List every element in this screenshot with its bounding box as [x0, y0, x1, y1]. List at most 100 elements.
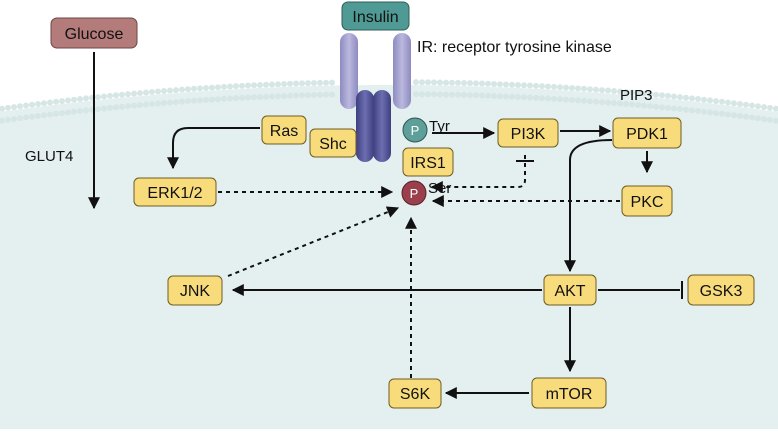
lipid-head [17, 103, 23, 110]
lipid-head [503, 93, 509, 100]
lipid-head [311, 92, 317, 99]
lipid-head [215, 96, 221, 103]
lipid-head [701, 96, 707, 103]
svg-text:Ser: Ser [428, 180, 451, 197]
lipid-head [41, 100, 47, 107]
lipid-head [665, 104, 671, 111]
lipid-head [581, 85, 587, 92]
lipid-head [149, 101, 155, 108]
lipid-head [599, 87, 605, 94]
lipid-head [275, 93, 281, 100]
lipid-head [767, 104, 773, 111]
lipid-head [593, 86, 599, 93]
akt-node: AKT [543, 274, 597, 306]
lipid-head [665, 92, 671, 99]
lipid-head [53, 98, 59, 105]
lipid-head [71, 108, 77, 115]
lipid-head [533, 82, 539, 89]
lipid-head [509, 93, 515, 100]
lipid-head [173, 87, 179, 94]
lipid-head [557, 84, 563, 91]
cell-cytoplasm [0, 85, 778, 429]
lipid-head [311, 80, 317, 87]
lipid-head [473, 92, 479, 99]
lipid-head [455, 91, 461, 98]
lipid-head [113, 104, 119, 111]
lipid-head [731, 112, 737, 119]
lipid-head [161, 100, 167, 107]
svg-text:IRS1: IRS1 [410, 155, 446, 172]
lipid-head [767, 116, 773, 123]
lipid-head [125, 91, 131, 98]
lipid-head [773, 117, 778, 124]
lipid-head [323, 79, 329, 86]
lipid-head [731, 100, 737, 107]
lipid-head [719, 98, 725, 105]
lipid-head [749, 114, 755, 121]
lipid-head [737, 112, 743, 119]
lipid-head [677, 94, 683, 101]
lipid-head [77, 108, 83, 115]
lipid-head [449, 79, 455, 86]
svg-text:Shc: Shc [319, 136, 347, 153]
lipid-head [491, 80, 497, 87]
lipid-head [245, 82, 251, 89]
lipid-head [233, 83, 239, 90]
lipid-head [647, 91, 653, 98]
lipid-head [95, 106, 101, 113]
lipid-head [461, 92, 467, 99]
lipid-head [53, 110, 59, 117]
lipid-head [209, 96, 215, 103]
s6k-node: S6K [388, 378, 442, 409]
lipid-head [605, 99, 611, 106]
lipid-head [653, 91, 659, 98]
lipid-head [587, 98, 593, 105]
lipid-head [203, 84, 209, 91]
lipid-head [527, 94, 533, 101]
svg-text:ERK1/2: ERK1/2 [147, 185, 202, 202]
lipid-head [197, 97, 203, 104]
lipid-head [761, 116, 767, 123]
lipid-head [29, 101, 35, 108]
lipid-head [545, 83, 551, 90]
lipid-head [695, 108, 701, 115]
lipid-head [149, 89, 155, 96]
lipid-head [83, 107, 89, 114]
lipid-head [479, 92, 485, 99]
lipid-head [227, 95, 233, 102]
lipid-head [425, 79, 431, 86]
lipid-head [59, 98, 65, 105]
lipid-head [611, 88, 617, 95]
lipid-head [209, 84, 215, 91]
lipid-head [497, 93, 503, 100]
lipid-head [329, 91, 335, 98]
lipid-head [239, 82, 245, 89]
lipid-head [275, 81, 281, 88]
lipid-head [467, 92, 473, 99]
lipid-head [287, 80, 293, 87]
lipid-head [635, 90, 641, 97]
svg-text:P: P [410, 186, 419, 201]
lipid-head [473, 80, 479, 87]
lipid-head [641, 102, 647, 109]
lipid-head [695, 96, 701, 103]
lipid-head [143, 101, 149, 108]
lipid-head [281, 80, 287, 87]
lipid-head [263, 81, 269, 88]
lipid-head [167, 99, 173, 106]
shc-node: Shc [309, 128, 357, 158]
pip3-label: PIP3 [620, 87, 653, 104]
lipid-head [521, 82, 527, 89]
lipid-head [617, 100, 623, 107]
lipid-head [323, 91, 329, 98]
lipid-head [77, 96, 83, 103]
lipid-head [221, 95, 227, 102]
lipid-head [557, 96, 563, 103]
arrow-jnk-ser [227, 206, 400, 277]
lipid-head [563, 84, 569, 91]
lipid-head [581, 97, 587, 104]
lipid-head [617, 88, 623, 95]
irs1-node: IRS1 [402, 147, 454, 177]
lipid-head [23, 114, 29, 121]
glucose-node: Glucose [50, 17, 138, 49]
